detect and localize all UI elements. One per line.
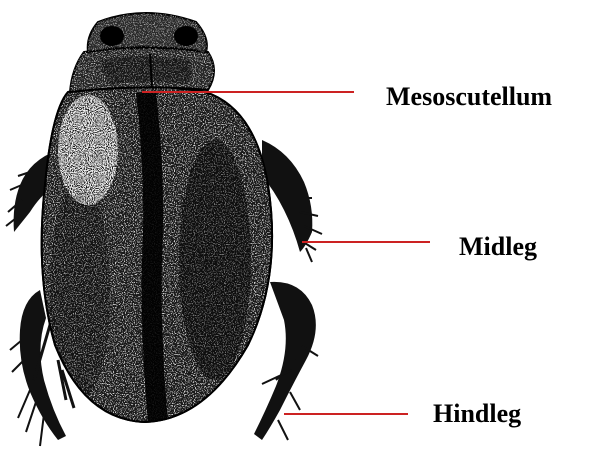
left-eye-icon — [100, 26, 124, 46]
head — [88, 13, 207, 52]
right-eye-icon — [174, 26, 198, 46]
pronotum — [70, 48, 214, 92]
mesoscutellum-label: Mesoscutellum — [386, 84, 552, 110]
elytra — [30, 80, 290, 430]
hindleg-label: Hindleg — [433, 401, 521, 427]
midleg-label: Midleg — [459, 234, 537, 260]
